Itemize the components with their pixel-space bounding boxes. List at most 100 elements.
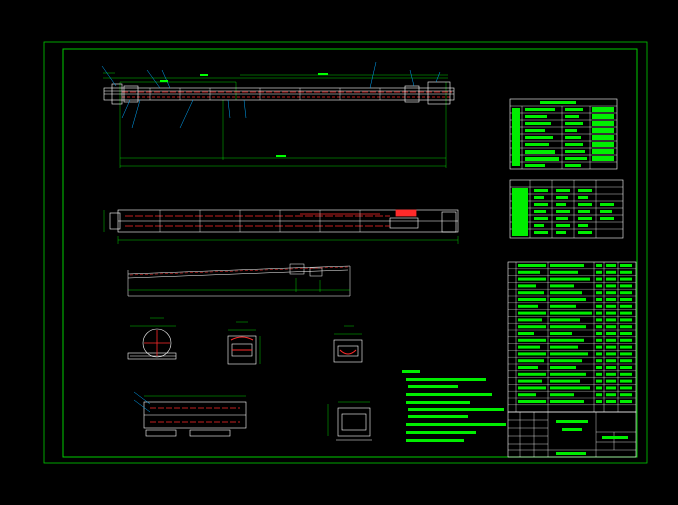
parameter-table[interactable] [509, 98, 618, 170]
parts-list-cell [550, 372, 586, 376]
parts-list-cell [606, 352, 616, 356]
parts-list-cell [606, 298, 616, 301]
parts-list-cell [620, 311, 632, 315]
spec-table[interactable] [509, 179, 624, 239]
parts-list-cell [620, 393, 632, 397]
plan-view[interactable] [103, 209, 459, 244]
parts-list-cell [550, 386, 590, 390]
parts-list-cell [620, 277, 632, 281]
parts-list-table[interactable] [507, 261, 637, 413]
parts-list-cell [620, 325, 632, 329]
parts-list-cell [596, 298, 602, 301]
parts-list-cell [550, 304, 576, 308]
parts-list-cell [606, 359, 616, 363]
parts-list-cell [518, 332, 534, 335]
profile-view[interactable] [127, 263, 351, 297]
parts-list-cell [596, 264, 602, 267]
parts-list-cell [596, 332, 602, 335]
parts-list-cell [518, 400, 546, 403]
parts-list-cell [620, 400, 632, 403]
parts-list-cell [606, 284, 616, 288]
title-block[interactable] [507, 411, 637, 458]
parts-list-cell [550, 345, 578, 349]
drawing-frame [43, 41, 648, 464]
parts-list-cell [550, 264, 584, 267]
parts-list-cell [596, 366, 602, 369]
parts-list-cell [620, 284, 632, 288]
parts-list-cell [596, 338, 602, 342]
parts-list-cell [606, 393, 616, 397]
parts-list-cell [606, 400, 616, 403]
partial-assembly-view[interactable] [133, 391, 247, 437]
parts-list-cell [620, 304, 632, 308]
parts-list-cell [550, 332, 572, 335]
parts-list-cell [606, 325, 616, 329]
parts-list-cell [620, 332, 632, 335]
parts-list-cell [596, 345, 602, 349]
parts-list-cell [518, 338, 546, 342]
parts-list-cell [596, 304, 602, 308]
parts-list-cell [550, 379, 580, 383]
parts-list-cell [606, 386, 616, 390]
parts-list-cell [620, 359, 632, 363]
parts-list-cell [518, 270, 540, 274]
parts-list-cell [620, 366, 632, 369]
parts-list-cell [606, 338, 616, 342]
parts-list-cell [620, 379, 632, 383]
parts-list-cell [550, 291, 582, 295]
section-2-view[interactable] [333, 325, 363, 363]
parts-list-cell [596, 372, 602, 376]
section-circle-view[interactable] [127, 317, 177, 360]
technical-notes [402, 370, 506, 442]
parts-list-cell [518, 379, 542, 383]
parts-list-cell [620, 386, 632, 390]
parts-list-cell [550, 366, 576, 369]
parts-list-cell [620, 338, 632, 342]
parts-list-cell [518, 277, 546, 281]
parts-list-cell [550, 318, 580, 322]
parts-list-cell [620, 352, 632, 356]
parts-list-cell [550, 393, 574, 397]
parts-list-cell [550, 277, 590, 281]
parts-list-cell [596, 386, 602, 390]
parts-list-cell [518, 386, 546, 390]
parts-list-cell [518, 393, 536, 397]
parts-list-cell [518, 372, 546, 376]
parts-list-cell [550, 298, 586, 301]
section-1-view[interactable] [227, 321, 261, 365]
parts-list-cell [606, 318, 616, 322]
parts-list-cell [596, 400, 602, 403]
parts-list-cell [606, 270, 616, 274]
parts-list-cell [596, 291, 602, 295]
parts-list-cell [518, 352, 546, 356]
parts-list-cell [550, 270, 578, 274]
parts-list-cell [620, 345, 632, 349]
main-elevation-view[interactable] [101, 61, 455, 168]
detail-view[interactable] [327, 401, 372, 441]
parts-list-cell [606, 332, 616, 335]
parts-list-cell [606, 291, 616, 295]
parts-list-cell [518, 359, 544, 363]
parts-list-cell [550, 338, 584, 342]
parts-list-cell [550, 325, 586, 329]
parts-list-cell [620, 372, 632, 376]
parts-list-cell [518, 318, 542, 322]
parts-list-cell [550, 284, 574, 288]
parts-list-cell [606, 366, 616, 369]
parts-list-cell [606, 264, 616, 267]
parts-list-cell [606, 345, 616, 349]
parts-list-cell [518, 345, 540, 349]
parts-list-cell [550, 352, 588, 356]
parts-list-cell [518, 284, 536, 288]
parts-list-cell [596, 352, 602, 356]
parts-list-cell [620, 318, 632, 322]
parts-list-cell [596, 359, 602, 363]
parts-list-cell [596, 277, 602, 281]
parts-list-cell [518, 325, 546, 329]
parts-list-cell [620, 264, 632, 267]
parts-list-cell [606, 304, 616, 308]
parts-list-cell [550, 359, 582, 363]
parts-list-cell [550, 400, 584, 403]
parts-list-cell [606, 311, 616, 315]
